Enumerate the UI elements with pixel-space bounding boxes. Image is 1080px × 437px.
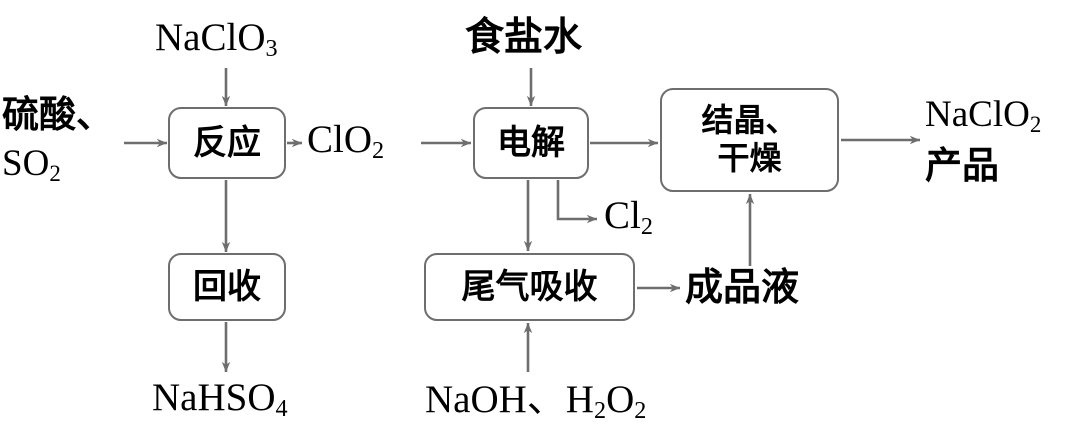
label-so2-base: SO (2, 143, 50, 184)
process-box-crystallization-line1: 结晶、 (701, 101, 798, 140)
process-box-reaction-label: 反应 (193, 123, 261, 163)
label-naoh-part1: NaOH、H (425, 378, 594, 421)
label-naclo2-formula: NaClO2 (925, 94, 1041, 136)
process-box-recovery-label: 回收 (193, 267, 261, 307)
label-naclo2-sub: 2 (1029, 111, 1042, 137)
process-box-electrolysis[interactable]: 电解 (473, 107, 589, 179)
label-finished-liquid: 成品液 (685, 265, 800, 309)
label-so2-line2: SO2 (2, 143, 113, 185)
label-naoh-sub2: 2 (634, 397, 647, 425)
label-naoh-sub1: 2 (593, 397, 607, 425)
label-cl2-base: Cl (604, 194, 641, 237)
label-naoh-part2: O (606, 378, 635, 421)
label-brine: 食盐水 (465, 15, 583, 60)
label-naclo2-base: NaClO (925, 94, 1030, 135)
process-box-electrolysis-label: 电解 (497, 123, 565, 163)
label-nahso4-base: NaHSO (152, 376, 276, 419)
process-box-reaction[interactable]: 反应 (168, 107, 286, 179)
label-cl2: Cl2 (604, 194, 653, 239)
label-naclo2-product: NaClO2 产品 (925, 96, 1041, 184)
process-box-recovery[interactable]: 回收 (168, 253, 286, 321)
label-nahso4-sub: 4 (275, 395, 288, 423)
label-sulfuric-acid-so2: 硫酸、 SO2 (2, 93, 113, 185)
label-clo2-sub: 2 (372, 137, 385, 165)
label-naclo3: NaClO3 (155, 16, 278, 61)
process-box-crystallization-drying[interactable]: 结晶、 干燥 (660, 88, 839, 192)
label-naclo3-sub: 3 (265, 35, 278, 63)
label-naclo3-base: NaClO (155, 16, 266, 59)
label-so2-sub: 2 (49, 160, 61, 186)
label-naclo2-product-word: 产品 (925, 144, 999, 187)
label-cl2-sub: 2 (640, 213, 653, 241)
label-naoh-h2o2: NaOH、H2O2 (425, 378, 646, 423)
process-box-tail-gas-absorption-label: 尾气吸收 (461, 267, 598, 307)
process-box-crystallization-line2: 干燥 (717, 139, 782, 177)
arrow-electrolysis-to-cl2 (556, 180, 598, 224)
process-box-tail-gas-absorption[interactable]: 尾气吸收 (424, 253, 635, 321)
label-nahso4: NaHSO4 (152, 376, 288, 421)
label-sulfuric-acid-line1: 硫酸、 (2, 93, 113, 136)
label-clo2-base: ClO (307, 118, 373, 161)
label-clo2: ClO2 (307, 118, 384, 163)
